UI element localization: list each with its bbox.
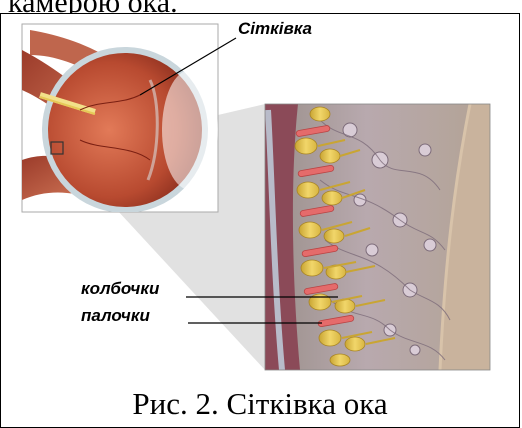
retina-detail-image xyxy=(265,104,490,370)
caption-box: Рис. 2. Сітківка ока xyxy=(0,383,520,428)
label-rods: палочки xyxy=(81,306,150,326)
figure-caption: Рис. 2. Сітківка ока xyxy=(1,385,519,423)
label-cones: колбочки xyxy=(81,279,159,299)
label-retina: Сітківка xyxy=(238,19,312,39)
eye-image xyxy=(22,24,218,212)
